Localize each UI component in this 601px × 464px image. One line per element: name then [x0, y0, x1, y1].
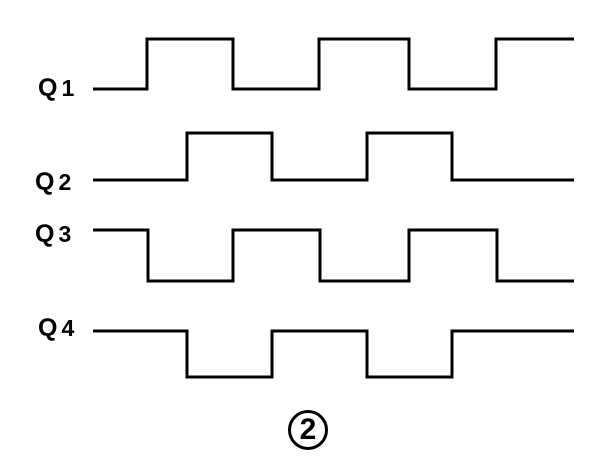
- label-letter: Q: [35, 220, 55, 248]
- label-letter: Q: [38, 74, 58, 102]
- label-letter: Q: [38, 314, 58, 342]
- figure-number-circled: 2: [288, 410, 328, 450]
- label-index: 4: [61, 315, 75, 341]
- waveform-q1: [93, 37, 574, 91]
- waveform-q2: [93, 131, 574, 182]
- waveforms: [93, 37, 574, 379]
- waveform-q4: [93, 329, 574, 379]
- label-index: 2: [58, 169, 72, 195]
- label-letter: Q: [35, 168, 55, 196]
- waveform-q3: [93, 228, 574, 283]
- label-index: 3: [58, 221, 72, 247]
- label-index: 1: [61, 75, 75, 101]
- figure-number: 2: [299, 413, 317, 446]
